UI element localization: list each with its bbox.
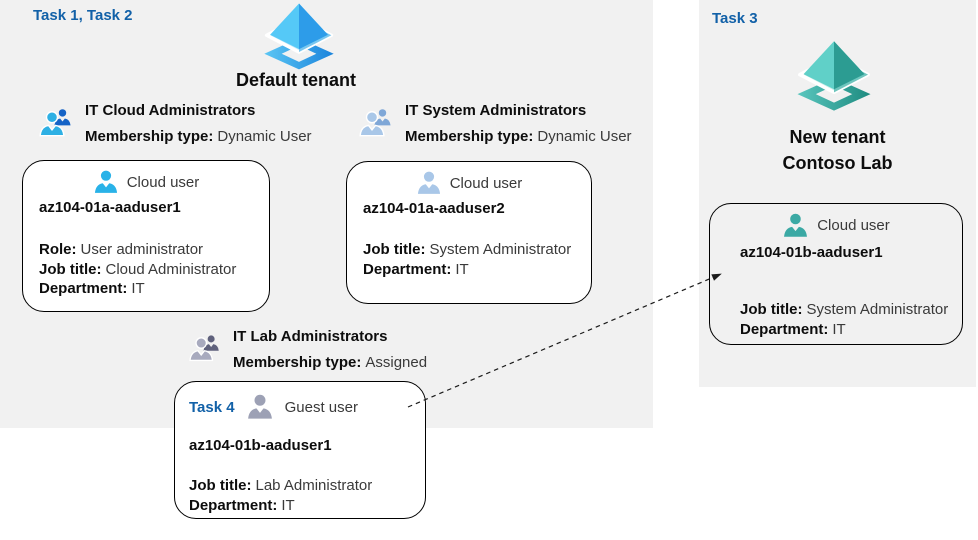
user-type-header: Cloud user (23, 168, 269, 196)
group-it-lab-administrators: IT Lab Administrators Membership type:As… (188, 328, 427, 371)
user-type-label: Guest user (284, 398, 358, 416)
membership-type-label: Membership type: (233, 354, 362, 371)
user-field-department: Department:IT (740, 320, 948, 340)
user-name: az104-01b-aaduser1 (740, 244, 883, 261)
field-label: Department: (740, 320, 829, 338)
new-tenant-azure-ad-icon (795, 40, 873, 113)
default-tenant-title: Default tenant (235, 70, 356, 90)
membership-type-value: Assigned (365, 354, 428, 371)
field-value: User administrator (80, 241, 204, 258)
user-card-guest-aaduser1: Task 4 Guest user az104-01b-aaduser1 Job… (174, 381, 426, 519)
group-title: IT Cloud Administrators (85, 102, 256, 119)
user-field-job-title: Job title:System Administrator (363, 240, 571, 260)
user-type-label: Cloud user (126, 173, 200, 191)
field-label: Job title: (189, 477, 252, 494)
user-card-newtenant-aaduser1: Cloud user az104-01b-aaduser1 Job title:… (709, 203, 963, 345)
user-type-header: Cloud user (347, 169, 591, 197)
field-label: Department: (363, 260, 452, 278)
user-fields: Role:User administrator Job title:Cloud … (39, 240, 236, 299)
group-users-icon (359, 109, 391, 137)
field-label: Job title: (39, 260, 102, 278)
field-value: Lab Administrator (255, 477, 373, 494)
user-name: az104-01a-aaduser2 (363, 200, 505, 217)
membership-type-line: Membership type:Assigned (233, 354, 427, 371)
user-type-header: Cloud user (710, 211, 962, 240)
membership-type-value: Dynamic User (217, 128, 312, 145)
cloud-user-icon (416, 169, 442, 197)
group-title: IT System Administrators (405, 102, 587, 119)
user-field-role: Role:User administrator (39, 240, 236, 260)
group-it-system-administrators: IT System Administrators Membership type… (358, 102, 632, 145)
field-value: System Administrator (806, 301, 949, 318)
membership-type-label: Membership type: (405, 128, 534, 145)
group-it-cloud-administrators: IT Cloud Administrators Membership type:… (38, 102, 312, 145)
guest-user-icon (246, 392, 274, 422)
new-tenant-title-line2: Contoso Lab (782, 153, 893, 173)
field-value: IT (455, 260, 469, 278)
user-type-header: Task 4 Guest user (189, 392, 358, 422)
user-type-label: Cloud user (817, 217, 890, 234)
user-fields: Job title:System Administrator Departmen… (363, 240, 571, 279)
user-field-department: Department:IT (363, 260, 571, 280)
user-field-department: Department:IT (39, 279, 236, 299)
user-card-aaduser1: Cloud user az104-01a-aaduser1 Role:User … (22, 160, 270, 312)
membership-type-line: Membership type:Dynamic User (85, 128, 312, 145)
user-field-department: Department:IT (189, 496, 372, 516)
group-users-icon (189, 335, 219, 362)
task-3-label: Task 3 (712, 10, 758, 27)
field-label: Department: (189, 496, 278, 514)
cloud-user-icon (93, 168, 119, 196)
membership-type-label: Membership type: (85, 128, 214, 145)
field-value: IT (131, 280, 145, 297)
user-name: az104-01b-aaduser1 (189, 437, 332, 454)
user-card-aaduser2: Cloud user az104-01a-aaduser2 Job title:… (346, 161, 592, 304)
user-field-job-title: Job title:Lab Administrator (189, 476, 372, 496)
new-tenant-title-line1: New tenant (789, 127, 886, 147)
field-value: IT (281, 496, 295, 514)
task-1-2-label: Task 1, Task 2 (33, 7, 133, 24)
default-tenant-azure-ad-icon (262, 2, 336, 72)
user-name: az104-01a-aaduser1 (39, 199, 181, 216)
membership-type-value: Dynamic User (537, 128, 632, 145)
field-label: Job title: (740, 301, 803, 318)
field-value: Cloud Administrator (105, 260, 237, 278)
group-title: IT Lab Administrators (233, 328, 388, 345)
field-label: Job title: (363, 241, 426, 258)
user-type-label: Cloud user (449, 174, 523, 192)
user-field-job-title: Job title:System Administrator (740, 300, 948, 320)
field-value: System Administrator (429, 241, 572, 258)
user-field-job-title: Job title:Cloud Administrator (39, 260, 236, 280)
group-users-icon (39, 109, 71, 137)
task-4-label: Task 4 (189, 398, 235, 416)
cloud-user-icon (782, 211, 809, 240)
membership-type-line: Membership type:Dynamic User (405, 128, 632, 145)
field-value: IT (832, 320, 846, 338)
field-label: Department: (39, 280, 128, 297)
new-tenant-title: New tenant Contoso Lab (699, 124, 976, 176)
field-label: Role: (39, 241, 77, 258)
user-fields: Job title:System Administrator Departmen… (740, 300, 948, 339)
user-fields: Job title:Lab Administrator Department:I… (189, 476, 372, 515)
